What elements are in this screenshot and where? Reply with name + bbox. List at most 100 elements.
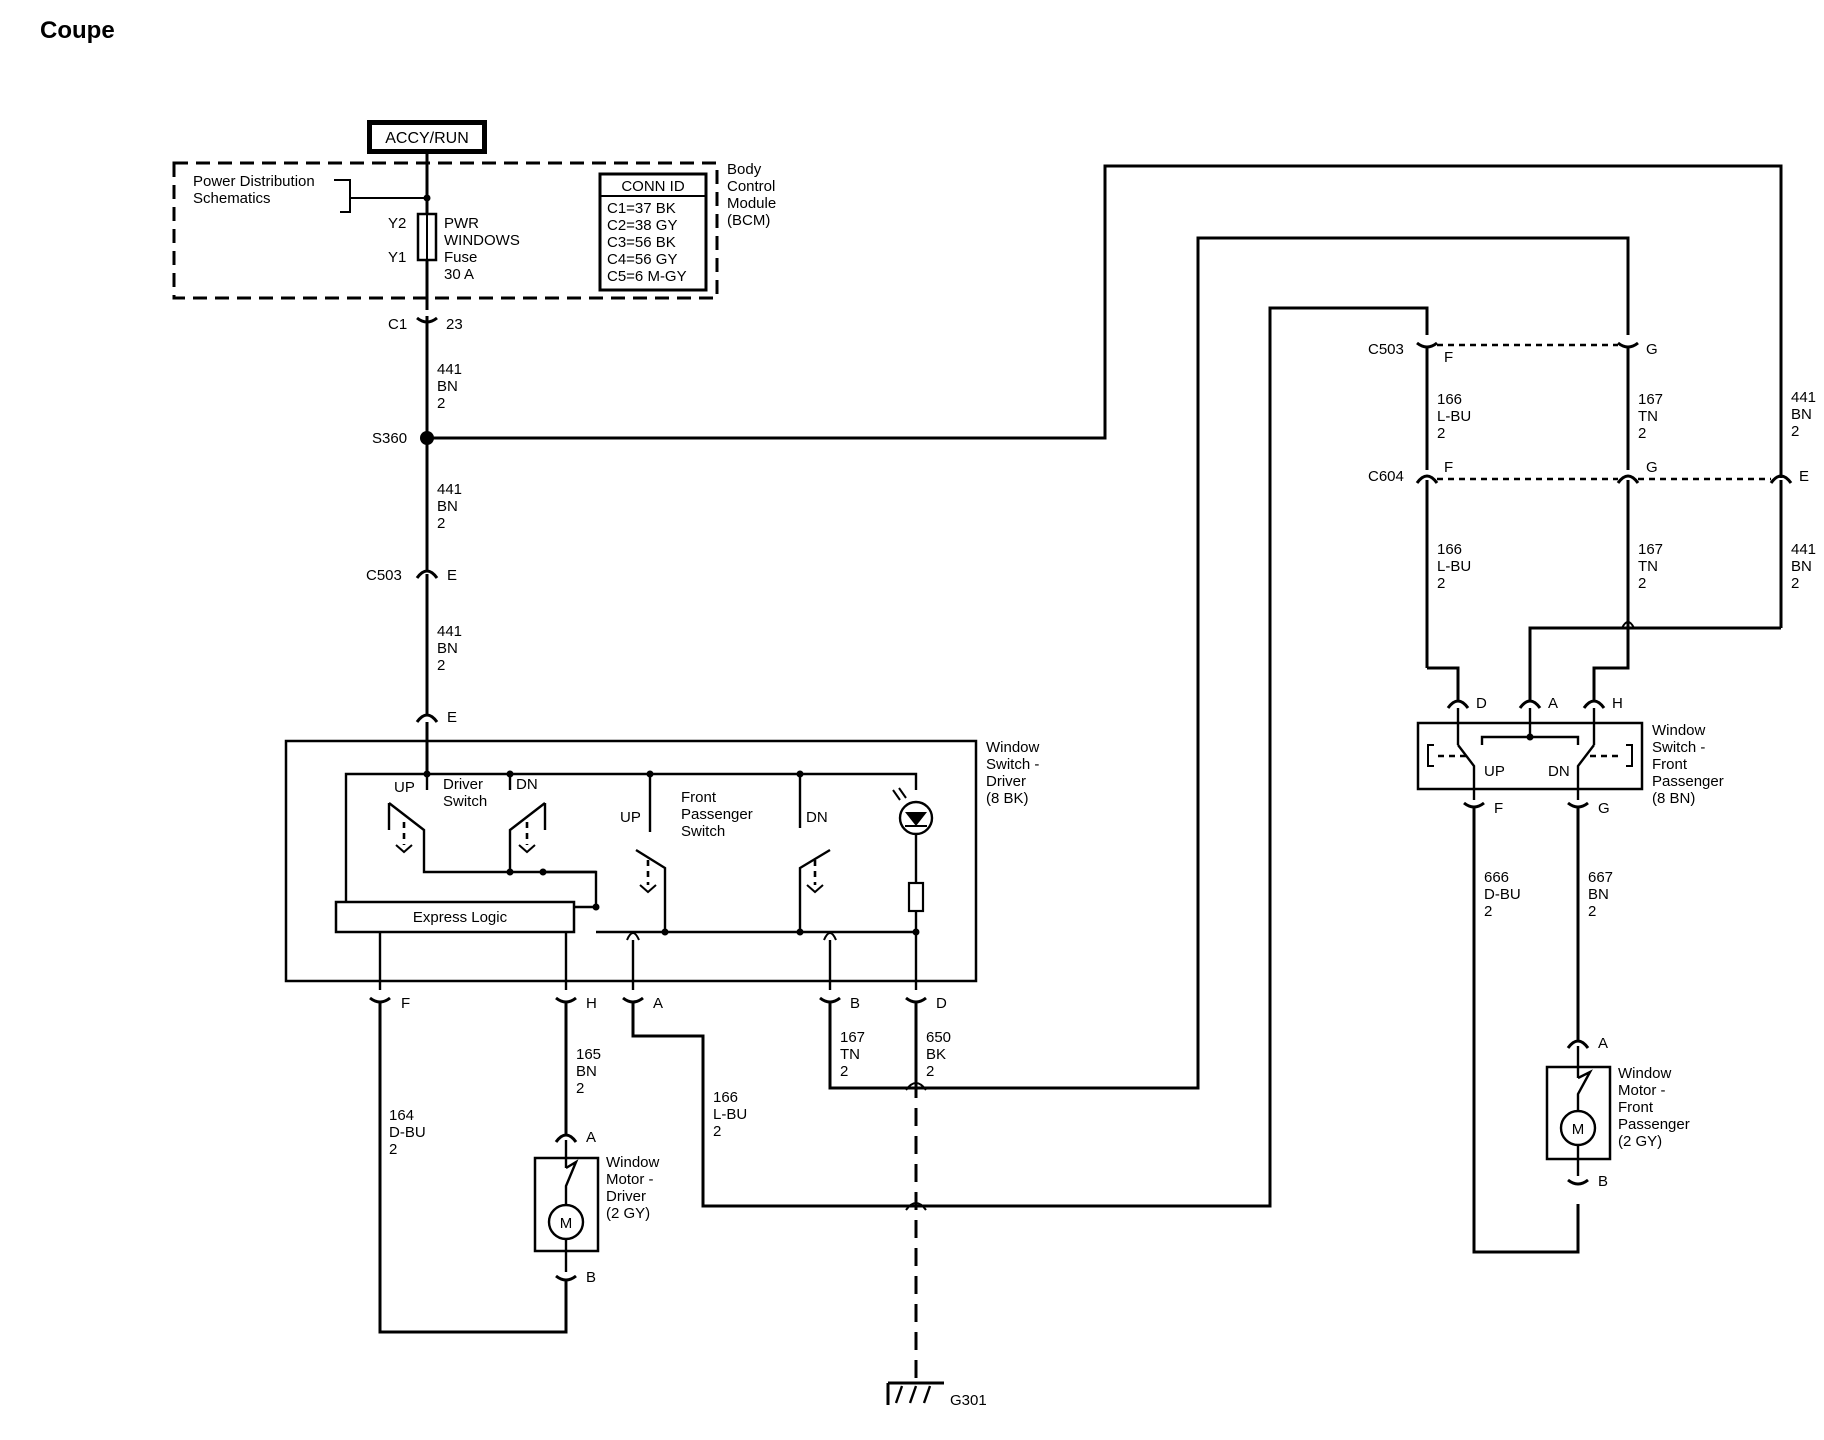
bcm-boundary: [172, 161, 719, 300]
driver-motor-title-2: Motor -: [606, 1171, 654, 1188]
passenger-switch-pin-h: H: [1612, 695, 1623, 712]
front-passenger-switch-label-2: Passenger: [681, 806, 753, 823]
pds-bracket: [334, 179, 431, 213]
c604-connectors: [1415, 474, 1793, 668]
driver-motor-title-4: (2 GY): [606, 1205, 650, 1222]
wire-165-color: BN: [576, 1063, 597, 1080]
ground-symbol: [886, 1381, 944, 1405]
fuse-y1: Y1: [388, 249, 406, 266]
driver-switch-pin-e: [415, 713, 439, 723]
wire-650-size: 2: [926, 1063, 934, 1080]
driver-switch-internals: [344, 722, 934, 990]
driver-motor-title-1: Window: [606, 1154, 660, 1171]
wire-441-a-color: BN: [437, 378, 458, 395]
passenger-switch-feed-wires: [1427, 621, 1781, 709]
wire-666-color: D-BU: [1484, 886, 1521, 903]
passenger-switch-title-4: Passenger: [1652, 773, 1724, 790]
page-title: Coupe: [40, 17, 115, 44]
wire-166-u-color: L-BU: [1437, 408, 1471, 425]
wire-166-d-num: 166: [713, 1089, 738, 1106]
driver-motor-internals: [547, 1140, 585, 1272]
wire-167-d-num: 167: [840, 1029, 865, 1046]
passenger-switch-up: UP: [1484, 763, 1505, 780]
wire-166-d-color: L-BU: [713, 1106, 747, 1123]
wire-166-u-num: 166: [1437, 391, 1462, 408]
driver-switch-title-1: Window: [986, 739, 1040, 756]
passenger-motor-title-1: Window: [1618, 1065, 1672, 1082]
wire-441-l-size: 2: [1791, 575, 1799, 592]
wire-441-to-passenger: [427, 164, 1783, 478]
splice-s360-label: S360: [372, 430, 407, 447]
express-logic-block: [334, 900, 576, 934]
c503-right-pin-f: F: [1444, 349, 1453, 366]
wire-441-b-size: 2: [437, 515, 445, 532]
driver-switch-pin-d: D: [936, 995, 947, 1012]
c604-pin-f: F: [1444, 459, 1453, 476]
ground-label: G301: [950, 1392, 987, 1409]
c503-right-pin-g: G: [1646, 341, 1658, 358]
front-passenger-switch-label-1: Front: [681, 789, 717, 806]
driver-switch-title-2: Switch -: [986, 756, 1039, 773]
wire-167-l-size: 2: [1638, 575, 1646, 592]
fuse-label-1: PWR: [444, 215, 479, 232]
passenger-switch-bottom-pins: [1463, 801, 1589, 809]
wire-441-b-color: BN: [437, 498, 458, 515]
wire-167-d-size: 2: [840, 1063, 848, 1080]
passenger-motor-pin-b: B: [1598, 1173, 1608, 1190]
wire-441-l-color: BN: [1791, 558, 1812, 575]
bcm-label-3: Module: [727, 195, 776, 212]
passenger-switch-pin-d: D: [1476, 695, 1487, 712]
wire-167-driver: [828, 236, 1630, 1090]
conn-id-c3: C3=56 BK: [607, 234, 676, 251]
pds-label-1: Power Distribution: [193, 173, 315, 190]
wire-441-c-size: 2: [437, 657, 445, 674]
c604-pin-g: G: [1646, 459, 1658, 476]
wire-441-b-num: 441: [437, 481, 462, 498]
passenger-motor-pin-a-connector: [1566, 1039, 1590, 1049]
wire-167-l-num: 167: [1638, 541, 1663, 558]
passenger-switch-title-1: Window: [1652, 722, 1706, 739]
wire-166-l-num: 166: [1437, 541, 1462, 558]
conn-id-c4: C4=56 GY: [607, 251, 677, 268]
driver-switch-title-4: (8 BK): [986, 790, 1029, 807]
connector-c1-pin: 23: [446, 316, 463, 333]
driver-motor-title-3: Driver: [606, 1188, 646, 1205]
passenger-motor-internals: [1559, 1046, 1597, 1176]
driver-switch-pin-f: F: [401, 995, 410, 1012]
wire-441-r-num: 441: [1791, 389, 1816, 406]
front-passenger-switch-label-3: Switch: [681, 823, 725, 840]
c503-right-label: C503: [1368, 341, 1404, 358]
wire-667-size: 2: [1588, 903, 1596, 920]
wire-166-driver: [631, 306, 1429, 1208]
wire-666: [1472, 808, 1580, 1254]
passenger-switch-title-3: Front: [1652, 756, 1688, 773]
wire-166-u-size: 2: [1437, 425, 1445, 442]
wire-166-l-size: 2: [1437, 575, 1445, 592]
driver-switch-pin-a: A: [653, 995, 663, 1012]
driver-motor-m: M: [560, 1215, 573, 1232]
passenger-switch-title-5: (8 BN): [1652, 790, 1695, 807]
wire-166-d-size: 2: [713, 1123, 721, 1140]
wire-164-color: D-BU: [389, 1124, 426, 1141]
wire-441-c-num: 441: [437, 623, 462, 640]
wire-167-l-color: TN: [1638, 558, 1658, 575]
driver-up-label: UP: [394, 779, 415, 796]
connector-c1-label: C1: [388, 316, 407, 333]
driver-motor-pin-b: B: [586, 1269, 596, 1286]
wire-650-color: BK: [926, 1046, 946, 1063]
wire-166-l-color: L-BU: [1437, 558, 1471, 575]
driver-switch-pin-b: B: [850, 995, 860, 1012]
driver-motor-pin-b-connector: [555, 1274, 577, 1282]
c503-right-connectors: [1416, 341, 1639, 470]
passenger-motor-title-4: Passenger: [1618, 1116, 1690, 1133]
bcm-label-1: Body: [727, 161, 762, 178]
bcm-label-2: Control: [727, 178, 775, 195]
wire-167-d-color: TN: [840, 1046, 860, 1063]
fuse-label-3: Fuse: [444, 249, 477, 266]
passenger-motor-title-2: Motor -: [1618, 1082, 1666, 1099]
pds-label-2: Schematics: [193, 190, 271, 207]
passenger-switch-title-2: Switch -: [1652, 739, 1705, 756]
conn-id-title: CONN ID: [621, 178, 685, 195]
fuse-label-2: WINDOWS: [444, 232, 520, 249]
